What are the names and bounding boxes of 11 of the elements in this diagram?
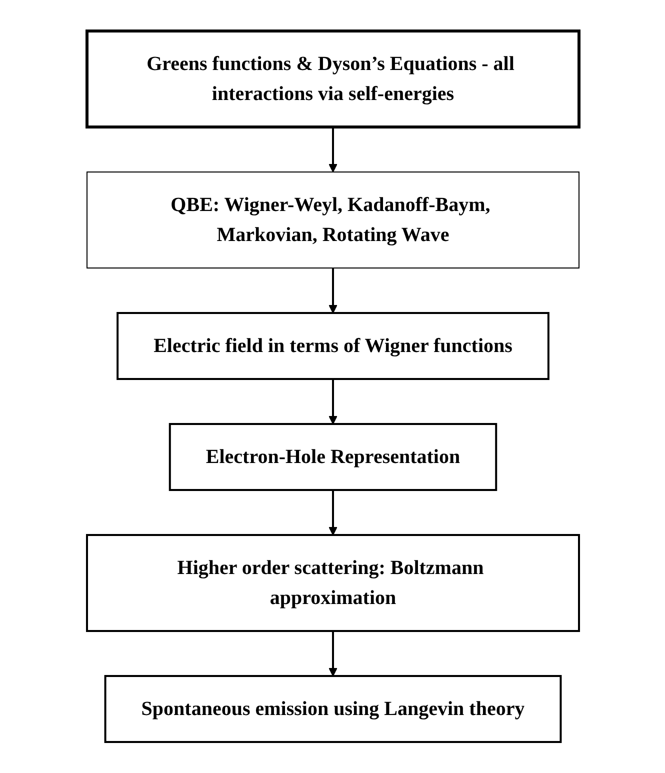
arrow — [328, 490, 337, 536]
node-box: Spontaneous emission using Langevin theory — [104, 675, 562, 743]
arrow — [328, 127, 337, 172]
node-box: QBE: Wigner-Weyl, Kadanoff-Baym, Markovian, Rotating Wave — [86, 172, 579, 268]
arrow — [328, 631, 337, 676]
node-box: Electron-Hole Representation — [168, 423, 497, 491]
node-box: Higher order scattering: Boltzmann approximation — [86, 534, 580, 632]
arrow — [328, 379, 337, 424]
arrow — [328, 268, 337, 314]
node-box: Electric field in terms of Wigner functions — [116, 312, 549, 380]
node-box: Greens functions & Dyson’s Equations - all interactions via self-energies — [85, 30, 580, 128]
